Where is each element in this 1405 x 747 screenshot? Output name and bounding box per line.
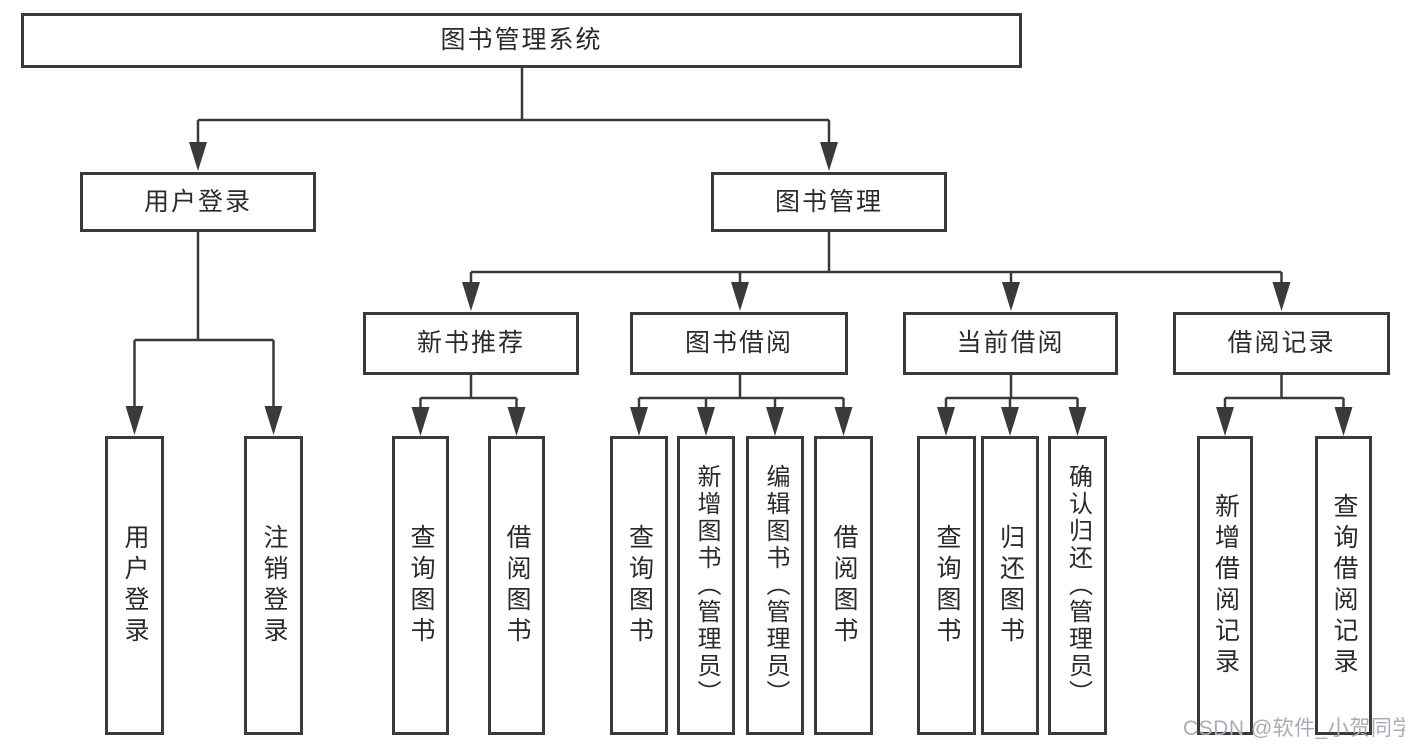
node-borrow-record: 借阅记录 — [1173, 312, 1390, 375]
leaf-add-books-admin: 新增图书（管理员） — [677, 436, 735, 735]
leaf-query-books: 查询图书 — [610, 436, 668, 735]
leaf-add-borrow-record: 新增借阅记录 — [1197, 436, 1253, 735]
node-user-login: 用户登录 — [80, 172, 316, 232]
leaf-borrow-books: 借阅图书 — [488, 436, 545, 735]
node-book-management: 图书管理 — [711, 172, 947, 232]
node-current-borrow: 当前借阅 — [903, 312, 1118, 375]
leaf-query-books: 查询图书 — [392, 436, 449, 735]
tree-edges — [133, 68, 1345, 414]
node-book-borrow: 图书借阅 — [630, 312, 848, 375]
leaf-return-books: 归还图书 — [981, 436, 1039, 735]
node-root-system: 图书管理系统 — [21, 13, 1022, 68]
leaf-user-login: 用户登录 — [105, 436, 164, 735]
leaf-query-borrow-record: 查询借阅记录 — [1315, 436, 1372, 735]
leaf-confirm-return-admin: 确认归还（管理员） — [1048, 436, 1107, 735]
leaf-borrow-books: 借阅图书 — [814, 436, 873, 735]
leaf-logout-login: 注销登录 — [244, 436, 303, 735]
leaf-edit-books-admin: 编辑图书（管理员） — [746, 436, 804, 735]
node-new-book-recommend: 新书推荐 — [363, 312, 579, 375]
leaf-query-books: 查询图书 — [917, 436, 976, 735]
arrowheads — [125, 142, 1353, 436]
csdn-watermark: CSDN @软件_小贺同学 — [1183, 717, 1405, 740]
